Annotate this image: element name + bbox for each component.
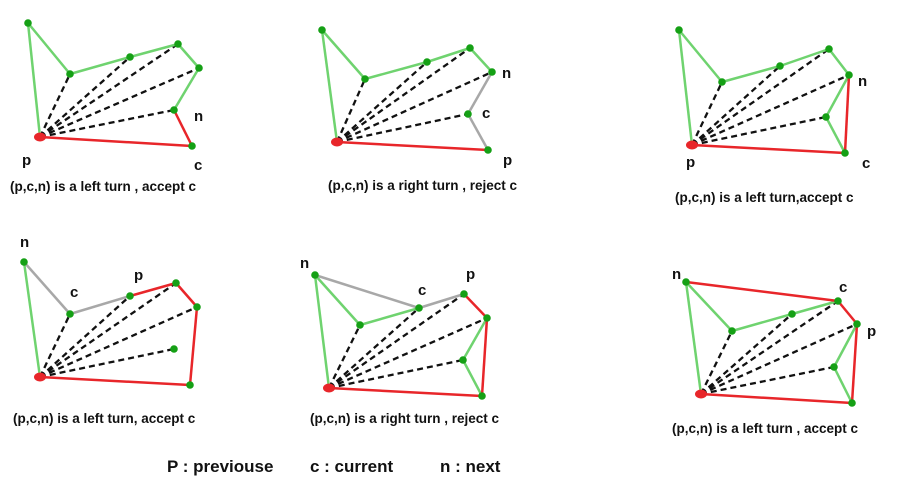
point-label-p: p	[22, 152, 31, 169]
panel-3: n p c (p,c,n) is a left turn,accept c	[675, 26, 870, 205]
rejected-edges	[23, 261, 131, 316]
panel-6: n c p (p,c,n) is a left turn , accept c	[672, 266, 876, 436]
legend: P : previouse c : current n : next	[167, 457, 501, 476]
anchor-point	[695, 389, 707, 399]
anchor-point	[331, 137, 343, 147]
panel-1: p n c (p,c,n) is a left turn , accept c	[10, 19, 203, 194]
vertices	[318, 26, 496, 154]
panel-caption: (p,c,n) is a left turn, accept c	[13, 411, 196, 426]
hull-edges	[320, 29, 493, 143]
diagonals	[38, 43, 200, 139]
point-label-n: n	[194, 108, 203, 125]
hull-edges	[26, 22, 201, 138]
legend-previous: P : previouse	[167, 457, 273, 476]
point-label-n: n	[502, 65, 511, 82]
point-label-c: c	[418, 282, 426, 299]
point-label-n: n	[672, 266, 681, 283]
panel-4: n c p (p,c,n) is a left turn, accept c	[13, 234, 201, 426]
diagonals	[699, 300, 858, 396]
vertices	[20, 258, 201, 389]
point-label-c: c	[70, 284, 78, 301]
point-label-p: p	[134, 267, 143, 284]
point-label-c: c	[862, 155, 870, 172]
panel-caption: (p,c,n) is a right turn , reject c	[310, 411, 500, 426]
point-label-p: p	[503, 152, 512, 169]
panel-caption: (p,c,n) is a left turn , accept c	[10, 179, 197, 194]
panel-caption: (p,c,n) is a right turn , reject c	[328, 178, 518, 193]
point-label-c: c	[482, 105, 490, 122]
anchor-point	[34, 132, 46, 142]
hull-edges	[677, 29, 851, 154]
active-edges	[685, 280, 859, 405]
anchor-point	[323, 383, 335, 393]
point-label-n: n	[300, 255, 309, 272]
anchor-point	[686, 140, 698, 150]
hull-edges	[22, 261, 42, 378]
legend-current: c : current	[310, 457, 393, 476]
vertices	[682, 278, 861, 407]
diagonals	[327, 293, 488, 390]
diagonals	[690, 48, 850, 147]
active-edges	[691, 74, 851, 155]
diagonals	[335, 47, 493, 144]
panel-caption: (p,c,n) is a left turn , accept c	[672, 421, 859, 436]
point-label-p: p	[867, 323, 876, 340]
active-edges	[39, 281, 199, 387]
vertices	[24, 19, 203, 150]
vertices	[675, 26, 853, 157]
panel-2: n c p (p,c,n) is a right turn , reject c	[318, 26, 518, 193]
active-edges	[39, 109, 194, 148]
vertices	[311, 271, 491, 400]
legend-next: n : next	[440, 457, 501, 476]
point-label-p: p	[466, 266, 475, 283]
rejected-edges	[466, 71, 494, 151]
active-edges	[328, 293, 489, 398]
point-label-n: n	[20, 234, 29, 251]
anchor-point	[34, 372, 46, 382]
hull-edges	[313, 274, 489, 397]
active-edges	[336, 140, 489, 152]
point-label-p: p	[686, 154, 695, 171]
hull-edges	[684, 281, 859, 404]
point-label-n: n	[858, 73, 867, 90]
panel-caption: (p,c,n) is a left turn,accept c	[675, 190, 854, 205]
point-label-c: c	[194, 157, 202, 174]
panel-5: n c p (p,c,n) is a right turn , reject c	[300, 255, 500, 426]
diagonals	[38, 282, 198, 379]
rejected-edges	[314, 273, 465, 310]
point-label-c: c	[839, 279, 847, 296]
